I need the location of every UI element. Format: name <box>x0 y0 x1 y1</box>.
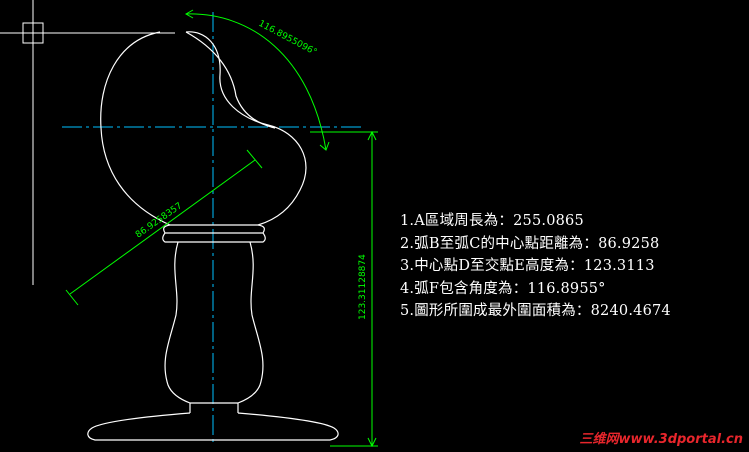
ball-outer-arc <box>100 31 171 226</box>
result-item: 5.圖形所圍成最外圍面積為：8240.4674 <box>400 303 671 319</box>
collar <box>162 224 266 243</box>
result-item: 1.A區域周長為：255.0865 <box>400 213 584 229</box>
crosshair-cursor <box>0 0 175 285</box>
result-item: 4.弧F包含角度為：116.8955° <box>400 280 606 297</box>
height-dimension: 123.31128874 <box>310 130 378 448</box>
results-list: 1.A區域周長為：255.0865 2.弧B至弧C的中心點距離為：86.9258… <box>400 210 671 323</box>
distance-dimension-text: 86.9258357 <box>134 201 184 240</box>
stem <box>189 402 239 413</box>
centerlines <box>62 12 362 446</box>
knob-outline <box>87 31 339 441</box>
watermark: 三维网www.3dportal.cn <box>579 432 743 447</box>
angle-dimension-arc-f: 116.8955096° <box>184 9 330 151</box>
result-item: 3.中心點D至交點E高度為：123.3113 <box>400 258 655 274</box>
ball-inner-arc <box>185 31 276 129</box>
result-item: 2.弧B至弧C的中心點距離為：86.9258 <box>400 235 660 252</box>
ball-right-arc <box>185 31 307 226</box>
base <box>87 412 339 441</box>
height-dimension-text: 123.31128874 <box>358 254 368 320</box>
neck-right <box>237 241 264 404</box>
neck-left <box>164 241 191 404</box>
